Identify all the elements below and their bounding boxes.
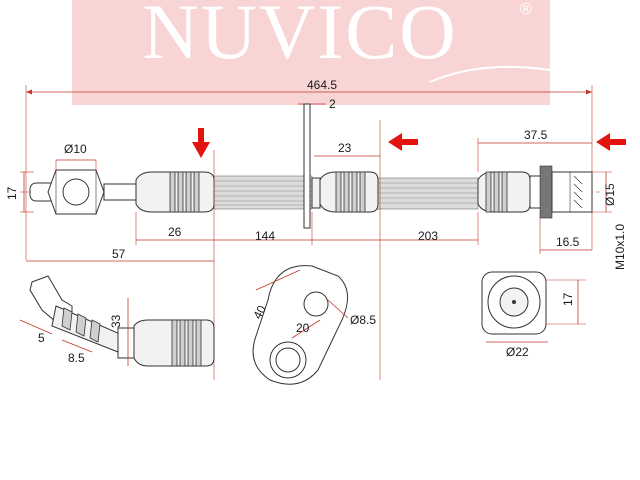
end-view-diameter-label: Ø22 [506, 345, 529, 359]
bent-tube-height-label: 33 [109, 314, 123, 328]
logo-text: NUVICO [142, 0, 457, 75]
bracket-thickness-label: 2 [329, 97, 336, 111]
overall-length-dimension: 464.5 [25, 78, 593, 260]
red-arrow-left-icon [388, 133, 418, 151]
logo: NUVICO ® [72, 0, 551, 105]
hose-segment-1-label: 144 [255, 229, 275, 243]
left-end-length-label: 57 [112, 247, 126, 261]
left-height-dimension: 17 [5, 171, 34, 213]
right-thread-length-label: 16.5 [556, 235, 580, 249]
left-fitting [29, 169, 215, 215]
bracket-hole-diameter-label: Ø8.5 [350, 313, 376, 327]
bent-tube-5-label: 5 [38, 331, 45, 345]
end-view-height-label: 17 [561, 292, 575, 306]
bracket-hole-spacing-label: 20 [296, 321, 310, 335]
right-thread-length-dimension: 16.5 [539, 218, 592, 254]
right-thread-label: M10x1.0 [613, 224, 627, 270]
left-end-length-dimension: 57 [26, 247, 214, 262]
left-hole-dimension: Ø10 [55, 142, 97, 172]
right-fitting [477, 165, 593, 219]
bracket-to-crimp-dimension: 23 [314, 141, 380, 157]
bent-tube-view: 33 5 8.5 [19, 275, 215, 367]
left-hole-label: Ø10 [64, 142, 87, 156]
end-view: Ø22 17 [481, 271, 586, 359]
bent-tube-8-5-label: 8.5 [68, 351, 85, 365]
right-diameter-dimension: Ø15 [592, 171, 617, 213]
bracket-to-crimp-label: 23 [338, 141, 352, 155]
left-crimp-length-label: 26 [168, 225, 182, 239]
bracket-plate-view: 40 20 Ø8.5 [250, 265, 376, 385]
red-arrow-down-icon [192, 128, 210, 158]
center-bracket [303, 103, 379, 229]
registered-mark: ® [520, 1, 532, 18]
logo-swoosh [429, 65, 551, 83]
left-height-label: 17 [5, 186, 19, 200]
bracket-thickness-dimension: 2 [298, 97, 336, 111]
overall-length-label: 464.5 [307, 78, 337, 92]
hose-segment-2-label: 203 [418, 229, 438, 243]
logo-band [72, 0, 550, 105]
right-fitting-length-label: 37.5 [524, 128, 548, 142]
bracket-length-label: 40 [250, 303, 269, 322]
right-diameter-label: Ø15 [603, 183, 617, 206]
red-arrow-left-icon-right [596, 133, 626, 151]
right-fitting-length-dimension: 37.5 [477, 128, 592, 172]
